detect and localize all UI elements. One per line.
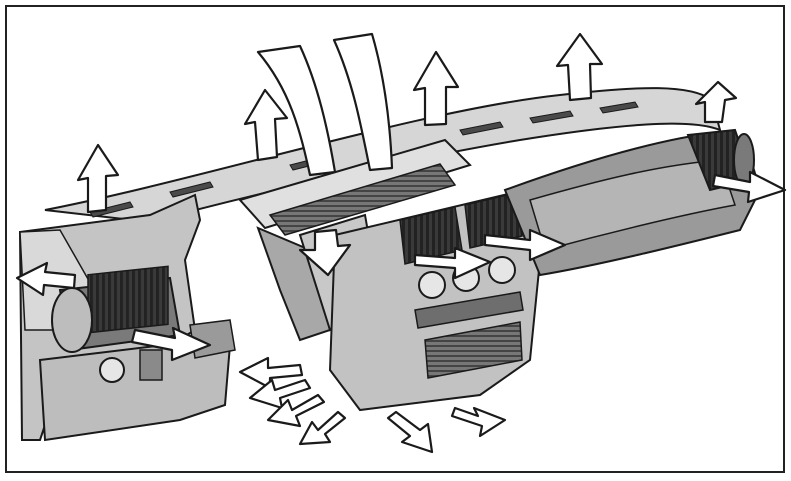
- console-knob-3: [489, 257, 515, 283]
- console-knob-1: [419, 272, 445, 298]
- left-switch: [140, 350, 162, 380]
- left-knob: [100, 358, 124, 382]
